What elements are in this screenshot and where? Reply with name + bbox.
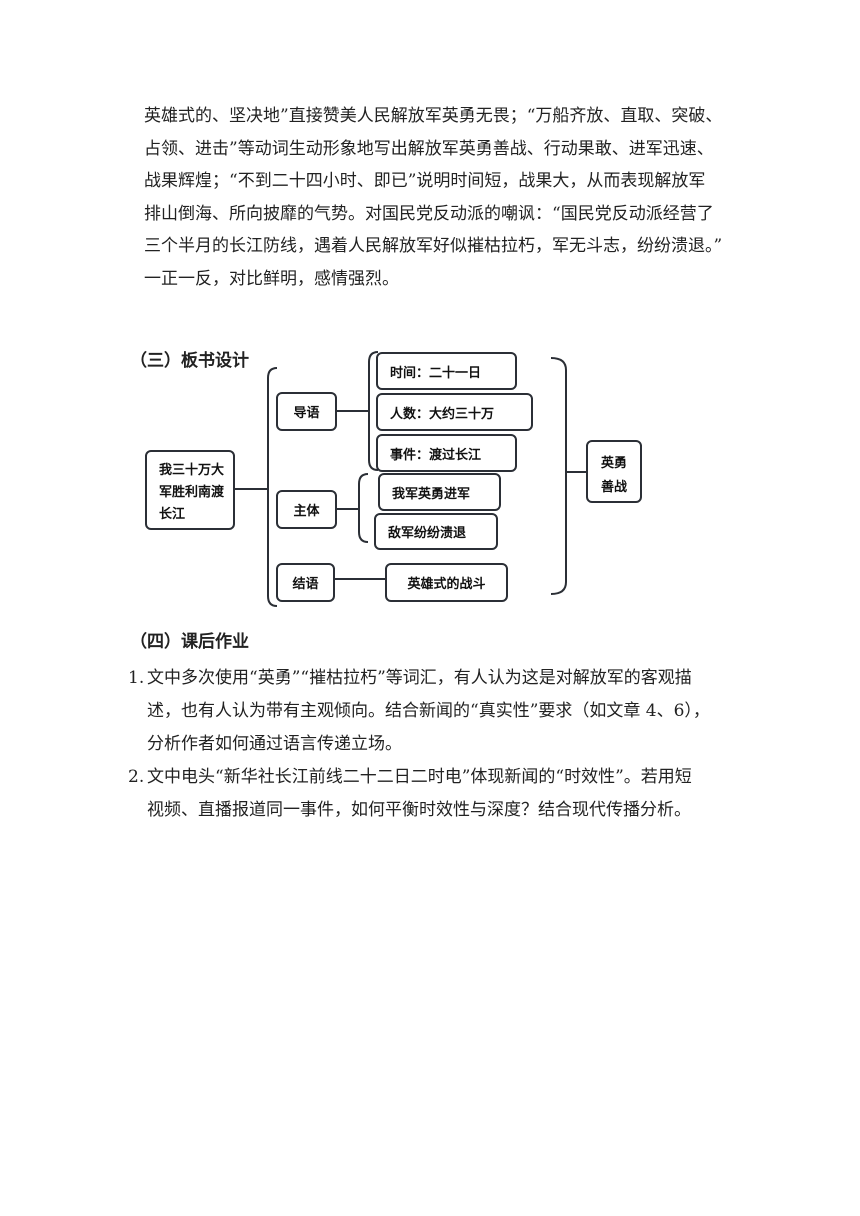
paragraph-line: 占领、进击”等动词生动形象地写出解放军英勇善战、行动果敢、进军迅速、	[144, 138, 714, 159]
summary-line: 英勇	[600, 456, 627, 471]
jieyu-box: 结语	[276, 563, 335, 602]
people-box: 人数：大约三十万	[376, 393, 533, 431]
our-army-box: 我军英勇进军	[378, 473, 501, 511]
summary-box: 英勇 善战	[586, 440, 642, 503]
homework-list: 1. 文中多次使用“英勇”“摧枯拉朽”等词汇，有人认为这是对解放军的客观描 述，…	[128, 662, 748, 827]
board-connectors	[234, 351, 587, 607]
enemy-army-box: 敌军纷纷溃退	[374, 513, 498, 550]
lesson-title-line: 我三十万大	[159, 463, 225, 478]
homework-item-line: 文中多次使用“英勇”“摧枯拉朽”等词汇，有人认为这是对解放军的客观描	[147, 668, 692, 688]
paragraph-line: 排山倒海、所向披靡的气势。对国民党反动派的嘲讽：“国民党反动派经营了	[144, 203, 714, 224]
homework-heading: （四）课后作业	[130, 632, 249, 652]
homework-item-line: 文中电头“新华社长江前线二十二日二时电”体现新闻的“时效性”。若用短	[147, 767, 692, 787]
paragraph-line: 一正一反，对比鲜明，感情强烈。	[144, 268, 399, 289]
homework-item: 2. 文中电头“新华社长江前线二十二日二时电”体现新闻的“时效性”。若用短 视频…	[128, 761, 748, 827]
right-bracket	[550, 357, 567, 595]
lesson-title-line: 军胜利南渡	[159, 485, 225, 500]
homework-item-number: 2.	[128, 767, 145, 787]
homework-item-number: 1.	[128, 668, 145, 688]
lesson-title-line: 长江	[159, 507, 186, 522]
lesson-title-box: 我三十万大 军胜利南渡 长江	[145, 450, 235, 530]
zhuti-bracket	[358, 473, 369, 543]
zhuti-box: 主体	[276, 490, 337, 529]
paragraph-line: 英雄式的、坚决地”直接赞美人民解放军英勇无畏；“万船齐放、直取、突破、	[144, 106, 723, 126]
main-bracket	[267, 367, 278, 607]
event-box: 事件：渡过长江	[376, 434, 517, 472]
homework-item-line: 分析作者如何通过语言传递立场。	[147, 734, 402, 754]
daoyu-box: 导语	[276, 392, 337, 431]
heroic-battle-box: 英雄式的战斗	[385, 563, 508, 602]
homework-item-line: 述，也有人认为带有主观倾向。结合新闻的“真实性”要求（如文章 4、6），	[147, 701, 710, 721]
paragraph-line: 战果辉煌；“不到二十四小时、即已”说明时间短，战果大，从而表现解放军	[144, 171, 706, 191]
homework-item-line: 视频、直播报道同一事件，如何平衡时效性与深度？结合现代传播分析。	[147, 800, 691, 820]
analysis-paragraph: 英雄式的、坚决地”直接赞美人民解放军英勇无畏；“万船齐放、直取、突破、 占领、进…	[144, 100, 744, 295]
summary-line: 善战	[600, 480, 627, 495]
paragraph-line: 三个半月的长江防线，遇着人民解放军好似摧枯拉朽，军无斗志，纷纷溃退。”	[144, 236, 723, 256]
time-box: 时间：二十一日	[376, 352, 517, 390]
board-heading: （三）板书设计	[130, 351, 249, 371]
homework-item: 1. 文中多次使用“英勇”“摧枯拉朽”等词汇，有人认为这是对解放军的客观描 述，…	[128, 662, 748, 761]
